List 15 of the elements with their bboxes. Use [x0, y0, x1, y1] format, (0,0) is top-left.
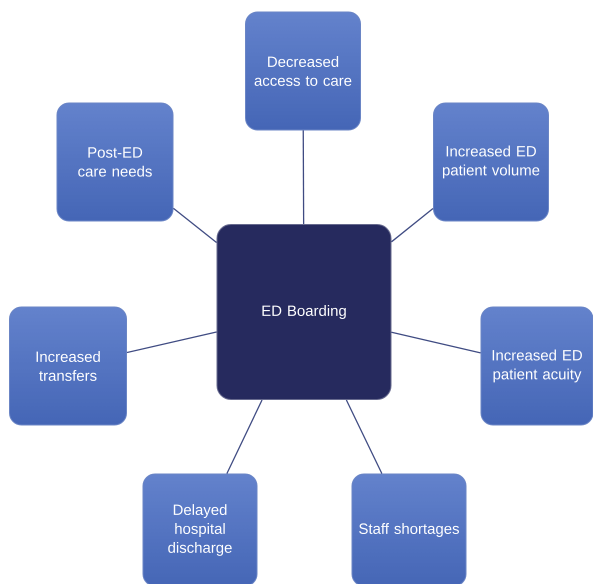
- factor-box: Post-ED care needs: [56, 102, 174, 222]
- connector-line: [346, 400, 382, 474]
- connector-line: [302, 130, 304, 224]
- factor-box: Increased transfers: [9, 306, 127, 426]
- connector-line: [173, 208, 217, 244]
- connector-line: [226, 400, 263, 474]
- factor-box: Delayed hospital discharge: [142, 473, 258, 584]
- factor-box: Increased ED patient volume: [433, 102, 549, 222]
- central-box: ED Boarding: [216, 224, 392, 400]
- connector-line: [391, 332, 481, 354]
- factor-box: Decreased access to care: [245, 12, 361, 130]
- connector-line: [391, 208, 434, 242]
- factor-box: Increased ED patient acuity: [480, 306, 593, 426]
- factor-box: Staff shortages: [352, 473, 466, 584]
- connector-line: [126, 331, 217, 354]
